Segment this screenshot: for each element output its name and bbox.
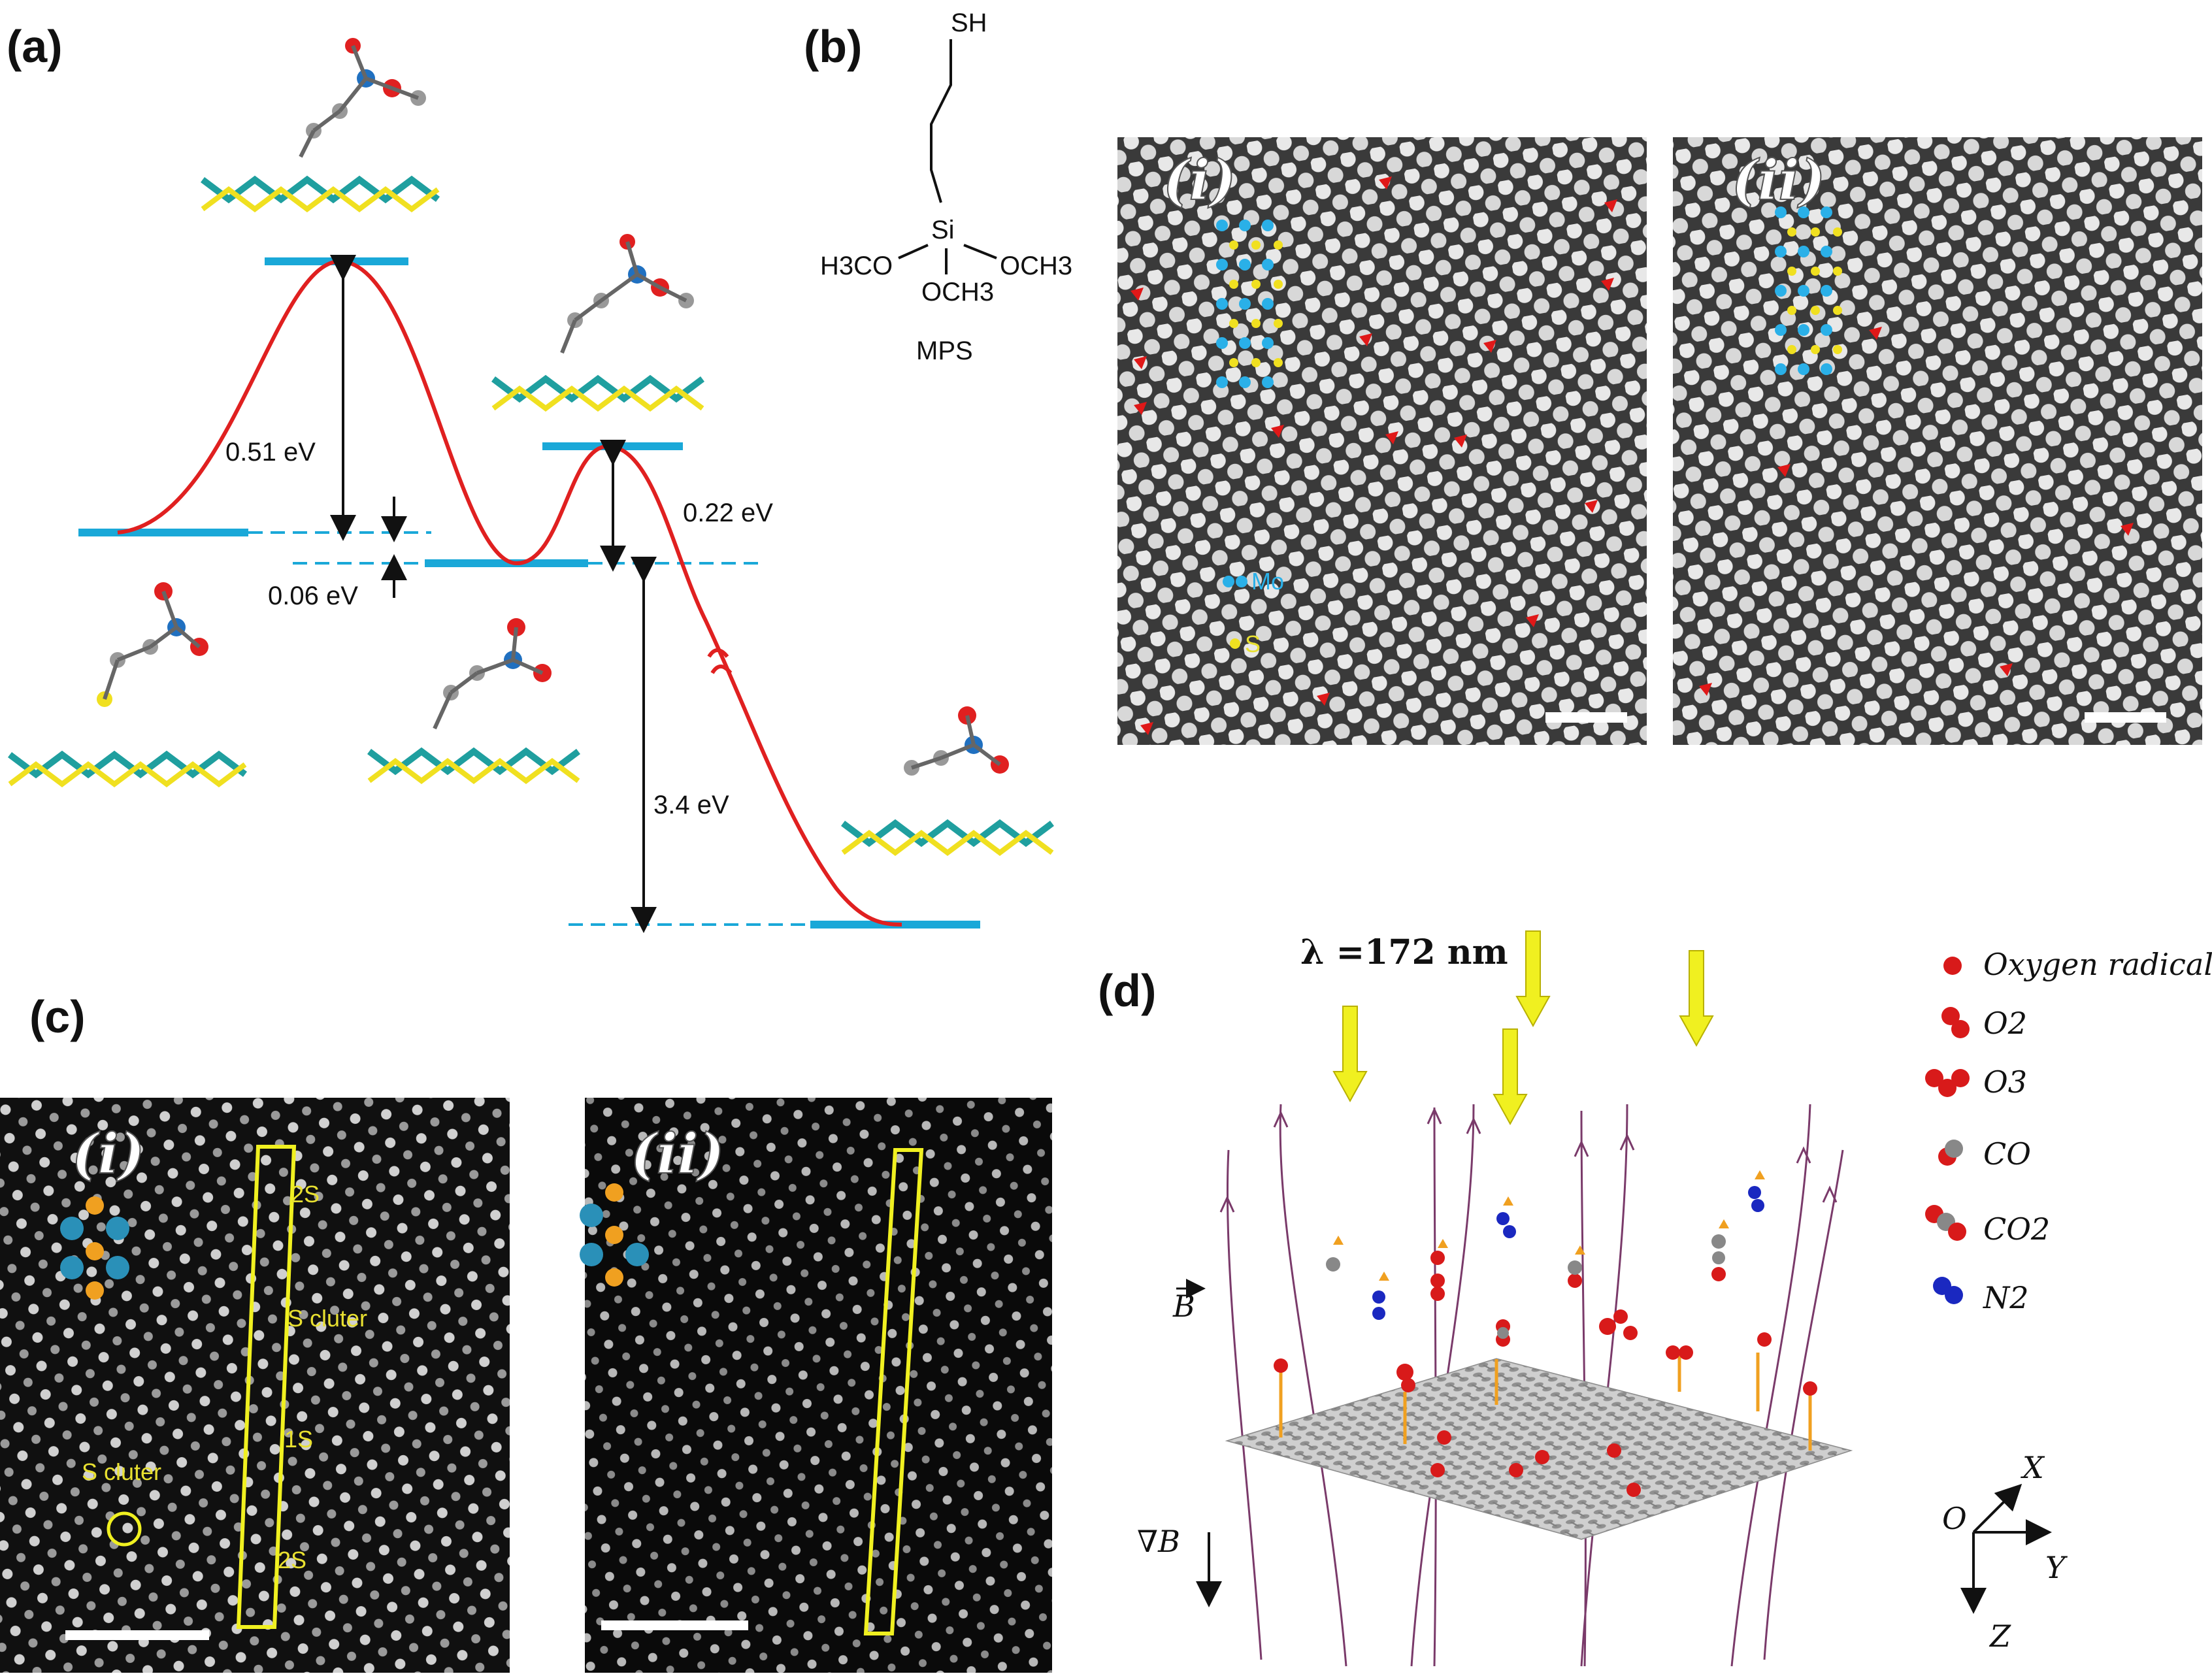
uv-arrow-1 — [1515, 930, 1551, 1028]
mps-och3-bottom: OCH3 — [921, 278, 994, 306]
graphene-lattice — [1229, 1359, 1849, 1539]
axis-break-mark — [707, 648, 733, 674]
scale-bar-c-ii — [601, 1620, 748, 1630]
svg-text:CO: CO — [1983, 1136, 2031, 1172]
adsorbed-molecules — [1274, 1170, 1817, 1497]
svg-text:O3: O3 — [1983, 1064, 2027, 1100]
panel-a: (a) 0.51 eV 0.22 eV 0.06 eV 3.4 — [7, 21, 1054, 933]
stem-image-b-i: (i) — [1117, 137, 1647, 745]
highlight-box-c-i — [236, 1145, 297, 1629]
svg-text:CO2: CO2 — [1983, 1211, 2050, 1247]
legend-item-oxygen-radical: Oxygen radical — [1943, 947, 2212, 982]
legend-item-co: CO — [1938, 1136, 2031, 1172]
uv-arrow-2 — [1332, 1006, 1368, 1103]
mps-structure: SH Si H3CO OCH3 OCH3 MPS — [820, 8, 1072, 365]
field-arrowheads — [1219, 1107, 1838, 1213]
scale-bar-c-i — [65, 1630, 209, 1640]
gradient-label: ∇B — [1137, 1524, 1180, 1559]
uv-arrows — [1332, 930, 1714, 1126]
defect-markers-b-ii — [1699, 327, 2134, 696]
energy-label-006: 0.06 eV — [268, 582, 358, 610]
mos2-slab-ts1 — [201, 38, 440, 212]
panel-d-label: (d) — [1098, 965, 1156, 1016]
panel-c: (c) (i) 2S S cluter 1S 2S S cluter (ii) — [0, 991, 1052, 1673]
legend-b: Mo S — [1223, 568, 1284, 657]
legend-s: S — [1245, 631, 1261, 657]
mos2-slab-final — [841, 706, 1054, 856]
mps-si: Si — [931, 216, 955, 244]
legend-d: Oxygen radical O2 O3 CO CO2 N2 — [1925, 947, 2212, 1315]
mos2-slab-initial — [8, 582, 247, 787]
uv-arrow-3 — [1493, 1028, 1528, 1126]
svg-text:O2: O2 — [1983, 1006, 2027, 1041]
uv-arrow-4 — [1679, 950, 1714, 1047]
panel-a-label: (a) — [7, 21, 63, 72]
mps-name: MPS — [916, 337, 973, 365]
legend-mo: Mo — [1251, 568, 1284, 595]
energy-arrows — [330, 255, 657, 933]
scale-bar-b-i — [1545, 712, 1627, 723]
panel-b: (b) SH Si H3CO OCH3 OCH3 MPS (i) — [804, 8, 2202, 745]
atom-motif-c-ii — [580, 1183, 649, 1287]
image-label-b-i: (i) — [1163, 148, 1236, 212]
svg-text:N2: N2 — [1983, 1280, 2029, 1315]
legend-item-o3: O3 — [1925, 1064, 2027, 1100]
mos2-slab-intermediate — [367, 618, 580, 784]
svg-text:Oxygen radical: Oxygen radical — [1983, 947, 2212, 982]
legend-item-co2: CO2 — [1925, 1205, 2050, 1247]
reaction-curve — [117, 259, 902, 927]
image-label-c-i: (i) — [72, 1121, 144, 1186]
mps-h3co: H3CO — [820, 252, 893, 280]
legend-item-o2: O2 — [1941, 1006, 2027, 1041]
field-b-label: B — [1172, 1289, 1195, 1324]
energy-label-051: 0.51 eV — [225, 438, 316, 467]
s-cluster-circle — [107, 1511, 142, 1547]
panel-d: (d) λ =172 nm — [1098, 930, 2212, 1667]
panel-c-label: (c) — [29, 991, 86, 1042]
legend-item-n2: N2 — [1933, 1277, 2029, 1315]
stem-image-c-i: (i) 2S S cluter 1S 2S S cluter — [0, 1098, 510, 1673]
atom-motif-c-i — [60, 1196, 129, 1300]
energy-label-022: 0.22 eV — [683, 499, 773, 527]
stem-image-b-ii: (ii) — [1673, 137, 2202, 745]
axis-x: X — [2021, 1450, 2045, 1485]
coordinate-axes: O X Y Z — [1942, 1450, 2068, 1654]
lattice-overlay-b-ii — [1775, 206, 1842, 375]
image-label-c-ii: (ii) — [631, 1121, 724, 1186]
highlight-box-c-ii — [863, 1148, 924, 1635]
axis-z: Z — [1989, 1618, 2011, 1654]
annot-circle-label: S cluter — [82, 1458, 161, 1485]
mos2-slab-ts2 — [491, 234, 704, 412]
energy-label-34: 3.4 eV — [653, 791, 729, 819]
wavelength-label: λ =172 nm — [1300, 932, 1508, 972]
stem-image-c-ii: (ii) — [580, 1098, 1052, 1673]
annot-1s: 1S — [284, 1426, 313, 1453]
annot-2s-bottom: 2S — [278, 1547, 306, 1573]
annot-2s-top: 2S — [291, 1181, 320, 1208]
lattice-overlay-b-i — [1216, 220, 1283, 388]
annot-s-cluster: S cluter — [288, 1305, 367, 1332]
scale-bar-b-ii — [2085, 712, 2166, 723]
defect-markers-b-i — [1131, 176, 1617, 735]
mps-och3-right: OCH3 — [1000, 252, 1072, 280]
panel-b-label: (b) — [804, 21, 862, 72]
mps-sh: SH — [951, 8, 987, 37]
axis-y: Y — [2045, 1550, 2068, 1585]
axis-origin: O — [1942, 1501, 1967, 1536]
image-label-b-ii: (ii) — [1732, 148, 1825, 212]
